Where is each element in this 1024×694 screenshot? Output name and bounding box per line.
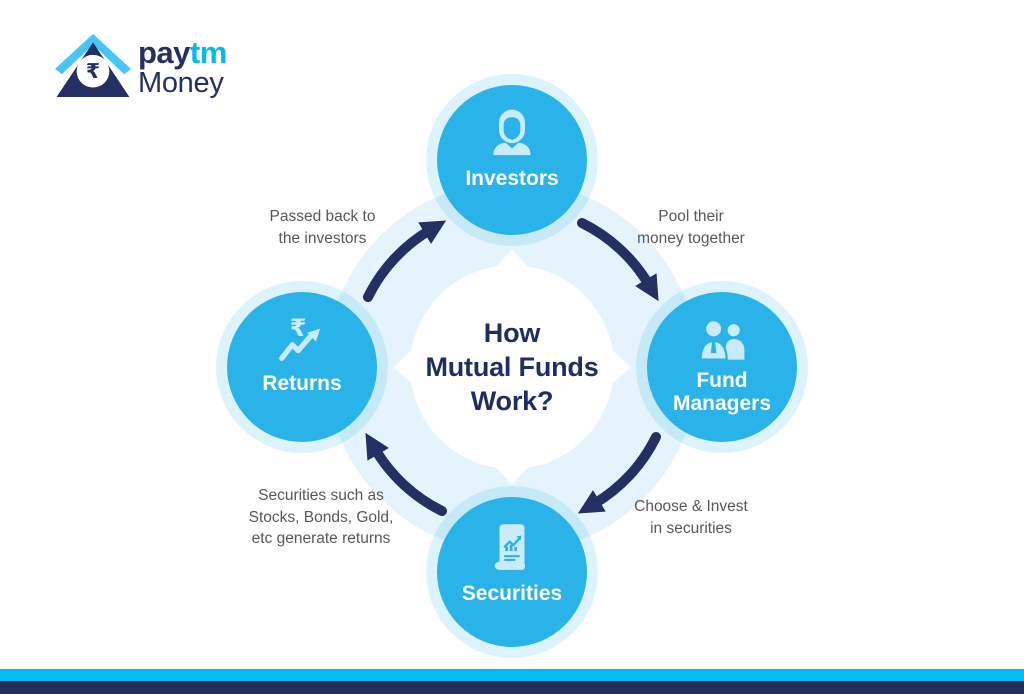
annotation-passed-back: Passed back to the investors [240, 206, 405, 249]
annotation-line: in securities [650, 519, 732, 537]
title-line-3: Work? [470, 386, 554, 416]
node-label-fund: Fund [696, 369, 748, 392]
annotation-line: Securities such as [258, 487, 384, 504]
annotation-line: Choose & Invest [634, 498, 748, 515]
securities-document-chart-icon [494, 524, 526, 570]
logo-wordmark: paytm Money [138, 35, 227, 99]
returns-rupee-glyph: ₹ [290, 314, 307, 342]
footer-bar-cyan [0, 669, 1024, 681]
node-label-managers: Managers [672, 392, 772, 415]
node-label-fund-managers: Fund Managers [673, 369, 771, 415]
node-returns: ₹ Returns [227, 292, 377, 442]
returns-rupee-growth-icon: ₹ [279, 314, 321, 361]
medallion-point-top [495, 249, 529, 268]
title-line-2: Mutual Funds [425, 352, 599, 382]
logo-tm-text: tm [189, 35, 227, 70]
medallion-point-left [393, 350, 412, 384]
node-securities: Securities [437, 497, 587, 647]
investor-woman-icon [493, 109, 531, 156]
logo-rupee-glyph: ₹ [86, 59, 100, 83]
diagram-title: How Mutual Funds Work? [412, 316, 612, 418]
annotation-line: the investors [278, 229, 367, 247]
annotation-choose-invest: Choose & Invest in securities [611, 496, 771, 539]
logo-brand-line: paytm [138, 35, 227, 70]
logo-pay-text: pay [138, 35, 190, 70]
node-label-returns: Returns [262, 372, 342, 395]
fund-managers-people-icon [699, 321, 745, 361]
node-fund-managers: Fund Managers [647, 292, 797, 442]
node-label-investors: Investors [465, 167, 559, 190]
annotation-line: Pool their [658, 208, 724, 225]
title-line-1: How [483, 318, 541, 348]
center-medallion [410, 265, 614, 469]
logo-triangle-rupee-icon: ₹ [55, 34, 131, 97]
annotation-line: Stocks, Bonds, Gold, [248, 508, 394, 526]
annotation-generate-returns: Securities such as Stocks, Bonds, Gold, … [235, 485, 407, 550]
annotation-line: money together [637, 229, 745, 247]
logo-money-text: Money [138, 67, 224, 99]
annotation-line: etc generate returns [251, 530, 391, 547]
paytm-money-logo: ₹ paytm Money [55, 34, 227, 99]
annotation-pool-money: Pool their money together [611, 206, 771, 249]
annotation-line: Passed back to [269, 208, 376, 225]
medallion-point-right [612, 350, 631, 384]
node-label-securities: Securities [461, 582, 563, 605]
footer-bar-navy [0, 681, 1024, 694]
node-investors: Investors [437, 85, 587, 235]
medallion-point-bottom [495, 466, 529, 485]
